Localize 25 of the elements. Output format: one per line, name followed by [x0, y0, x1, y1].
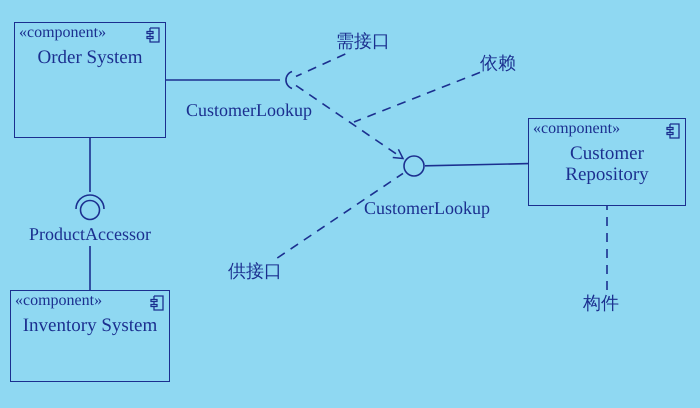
callout-label: 需接口	[336, 28, 412, 54]
component-box	[10, 290, 170, 382]
connector-line	[89, 138, 91, 192]
connector-line	[89, 246, 91, 290]
leader-line	[606, 206, 608, 290]
leader-line	[276, 172, 404, 259]
callout-label: 构件	[583, 290, 631, 316]
leader-line	[354, 72, 480, 123]
component-name: Order System	[36, 47, 144, 68]
connector-line	[166, 79, 280, 81]
stereotype-label: «component»	[533, 120, 620, 138]
stereotype-label: «component»	[15, 292, 102, 310]
interface-label: CustomerLookup	[364, 198, 490, 219]
component-box	[528, 118, 686, 206]
interface-label: CustomerLookup	[186, 100, 312, 121]
leader-line	[296, 53, 346, 78]
callout-label: 供接口	[228, 258, 288, 284]
callout-label: 依赖	[480, 50, 528, 76]
stereotype-label: «component»	[19, 24, 106, 42]
interface-label: ProductAccessor	[28, 224, 152, 245]
connector-line	[424, 162, 528, 167]
component-name: Customer Repository	[564, 143, 650, 185]
dependency-arrow	[296, 84, 404, 160]
component-box	[14, 22, 166, 138]
component-name: Inventory System	[22, 315, 158, 336]
